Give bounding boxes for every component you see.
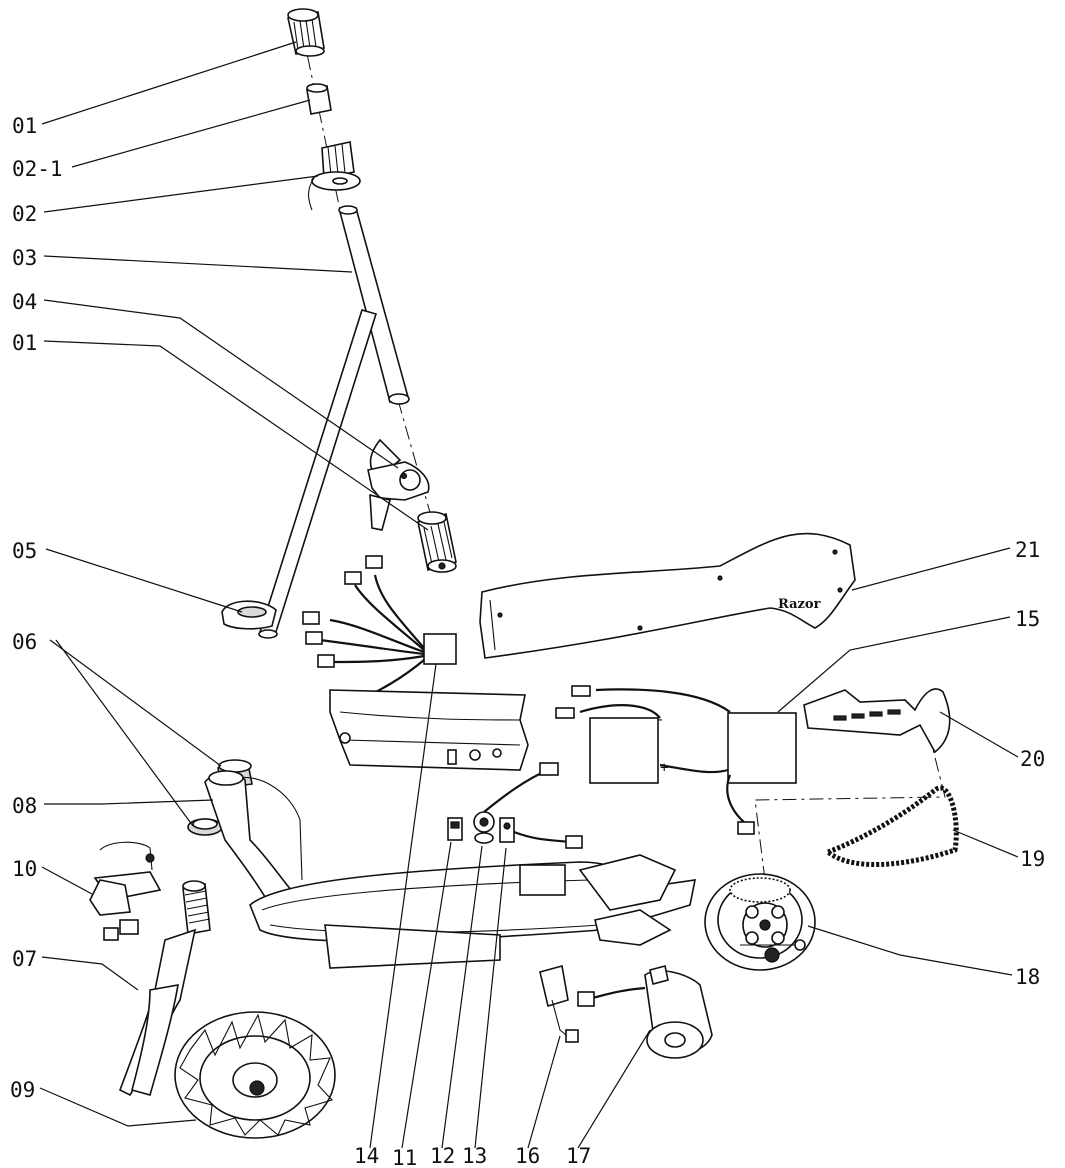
scooter-frame (204, 770, 697, 969)
brake-switch (539, 964, 579, 1043)
deck-plate: Razor (479, 532, 856, 659)
callout-14: 14 (354, 1144, 379, 1168)
handle-grip-bottom (417, 511, 457, 573)
callout-20: 20 (1020, 747, 1045, 771)
front-wheel (174, 1011, 336, 1139)
battery-pack: - + (555, 685, 797, 835)
battery-negative-mark: - (656, 712, 664, 728)
callout-11: 11 (392, 1146, 417, 1168)
callout-08: 08 (12, 794, 37, 818)
throttle-collar (306, 83, 332, 115)
callout-02-1: 02-1 (12, 157, 63, 181)
charging-port (473, 811, 495, 844)
callout-09: 09 (10, 1078, 35, 1102)
drive-motor (577, 965, 713, 1059)
callout-labels: 01 02-1 02 03 04 01 05 06 08 10 07 09 21… (10, 114, 1045, 1168)
throttle-assembly (307, 141, 361, 211)
callout-05: 05 (12, 539, 37, 563)
controller-wiring-harness (302, 555, 457, 701)
rear-brake-caliper (89, 841, 162, 941)
headset-bearing-bottom (187, 818, 223, 836)
callout-04: 04 (12, 290, 37, 314)
front-fork (118, 880, 211, 1097)
callout-02: 02 (12, 202, 37, 226)
callout-12: 12 (430, 1144, 455, 1168)
callout-13: 13 (462, 1144, 487, 1168)
handle-grip-top (287, 8, 325, 57)
callout-06: 06 (12, 630, 37, 654)
chain-guard (803, 688, 951, 754)
handlebar-tube (338, 205, 410, 405)
callout-10: 10 (12, 857, 37, 881)
battery-tray (329, 689, 529, 771)
callout-15: 15 (1015, 607, 1040, 631)
callout-21: 21 (1015, 538, 1040, 562)
callout-16: 16 (515, 1144, 540, 1168)
callout-17: 17 (566, 1144, 591, 1168)
fuse-holder (483, 762, 583, 849)
power-switch (447, 817, 463, 841)
callout-03: 03 (12, 246, 37, 270)
deck-brand-logo: Razor (778, 597, 821, 612)
rear-wheel-sprocket (704, 873, 816, 971)
drive-chain (823, 785, 959, 867)
callout-19: 19 (1020, 847, 1045, 871)
assembly-axes (301, 29, 946, 881)
brake-lever (367, 438, 430, 531)
callout-01-top: 01 (12, 114, 37, 138)
battery-positive-mark: + (660, 760, 668, 776)
callout-01-bottom: 01 (12, 331, 37, 355)
leader-lines (39, 41, 1019, 1149)
callout-18: 18 (1015, 965, 1040, 989)
callout-07: 07 (12, 947, 37, 971)
steering-clamp (221, 600, 277, 630)
